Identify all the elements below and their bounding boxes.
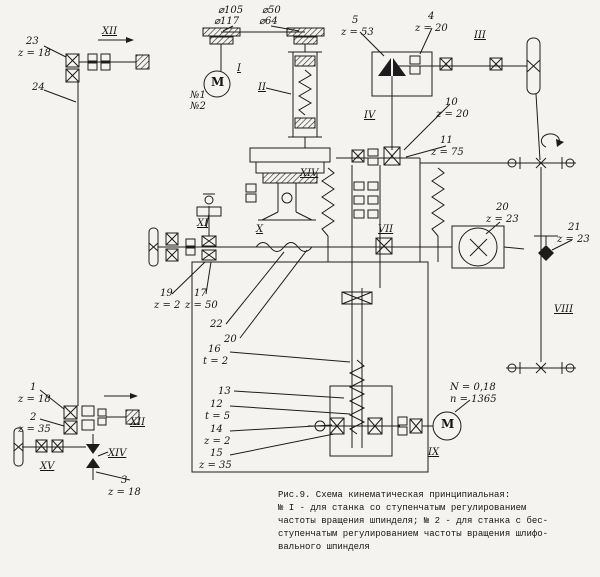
caption-line: ступенчатым регулированием частоты враще… [278,529,549,539]
label-n1z: z = 18 [18,394,51,405]
label-n11: 11 [440,135,453,146]
label-n5z: z = 53 [341,27,374,38]
label-n15z: z = 35 [199,460,232,471]
label-n20r: 20 [496,202,509,213]
spindle-column [265,51,322,148]
label-n20rz: z = 23 [486,214,519,225]
figure-caption: Рис.9. Схема кинематическая принципиальн… [278,489,593,554]
gear-10-11-unit [336,103,506,262]
label-n3z: z = 18 [108,487,141,498]
label-d105: ⌀105 [218,5,244,16]
label-motor-2-speed: n = 1365 [450,394,497,405]
label-shaft-i: I [237,63,241,74]
label-d64: ⌀64 [259,16,278,27]
label-no1: №1 [190,90,206,101]
label-d117: ⌀117 [214,16,240,27]
shaft-x-assembly [148,193,452,267]
label-n15: 15 [210,448,223,459]
label-no2: №2 [190,101,206,112]
caption-line: Рис.9. Схема кинематическая принципиальн… [278,490,511,500]
leader-lines [171,249,351,456]
label-n21: 21 [568,222,581,233]
label-shaft-xii-bottom: XII [130,417,146,428]
label-shaft-ii: II [258,82,266,93]
bottom-left-crank-unit [13,389,140,481]
label-n10: 10 [445,97,458,108]
label-n4: 4 [428,11,435,22]
caption-line: частоты вращения шпинделя; № 2 - для ста… [278,516,549,526]
counterbalance-springs [321,167,445,262]
label-shaft-xv: XV [40,461,55,472]
label-n19z: z = 2 [154,300,181,311]
label-n14: 14 [210,424,223,435]
label-shaft-xiv-top: XIV [300,168,319,179]
label-n22: 22 [210,319,223,330]
label-n17z: z = 50 [185,300,218,311]
top-left-crank-unit [43,37,150,103]
headstock-block [245,147,381,288]
shaft-iii-assembly [359,27,541,161]
label-shaft-iii: III [474,30,486,41]
label-motor-1-m: M [211,75,225,89]
right-belt-assembly [506,133,576,374]
label-n11z: z = 75 [431,147,464,158]
label-motor-2-m: M [441,417,455,431]
belt-drive-motor-unit [202,25,325,98]
label-n23: 23 [26,36,39,47]
label-n16: 16 [208,344,221,355]
label-shaft-xii-top: XII [102,26,118,37]
label-n2: 2 [30,412,37,423]
label-shaft-xi: XI [197,218,209,229]
label-shaft-vii: VII [378,224,394,235]
label-n2z: z = 35 [18,424,51,435]
label-n12: 12 [210,399,223,410]
label-n19: 19 [160,288,173,299]
label-shaft-viii: VIII [554,304,574,315]
label-n17: 17 [194,288,207,299]
label-n20l: 20 [224,334,237,345]
caption-line: № I - для станка со ступенчатым регулиро… [278,503,527,513]
label-n23z: z = 18 [18,48,51,59]
feed-screw-motor-unit [308,288,471,448]
label-shaft-x: X [256,224,264,235]
label-n16t: t = 2 [203,356,229,367]
label-n1: 1 [30,382,37,393]
label-n4z: z = 20 [415,23,448,34]
label-n10z: z = 20 [436,109,469,120]
label-n3: 3 [121,475,128,486]
label-d50: ⌀50 [262,5,281,16]
label-shaft-ix: IX [428,447,440,458]
label-n5: 5 [352,15,359,26]
label-n13: 13 [218,386,231,397]
label-n21z: z = 23 [557,234,590,245]
label-n24: 24 [32,82,45,93]
label-shaft-iv: IV [364,110,376,121]
label-shaft-xiv-bottom: XIV [108,448,127,459]
label-motor-2-power: N = 0,18 [450,382,496,393]
wheelhead-unit [451,221,573,269]
caption-line: вального шпинделя [278,542,370,552]
label-n14z: z = 2 [204,436,231,447]
label-n12t: t = 5 [205,411,231,422]
